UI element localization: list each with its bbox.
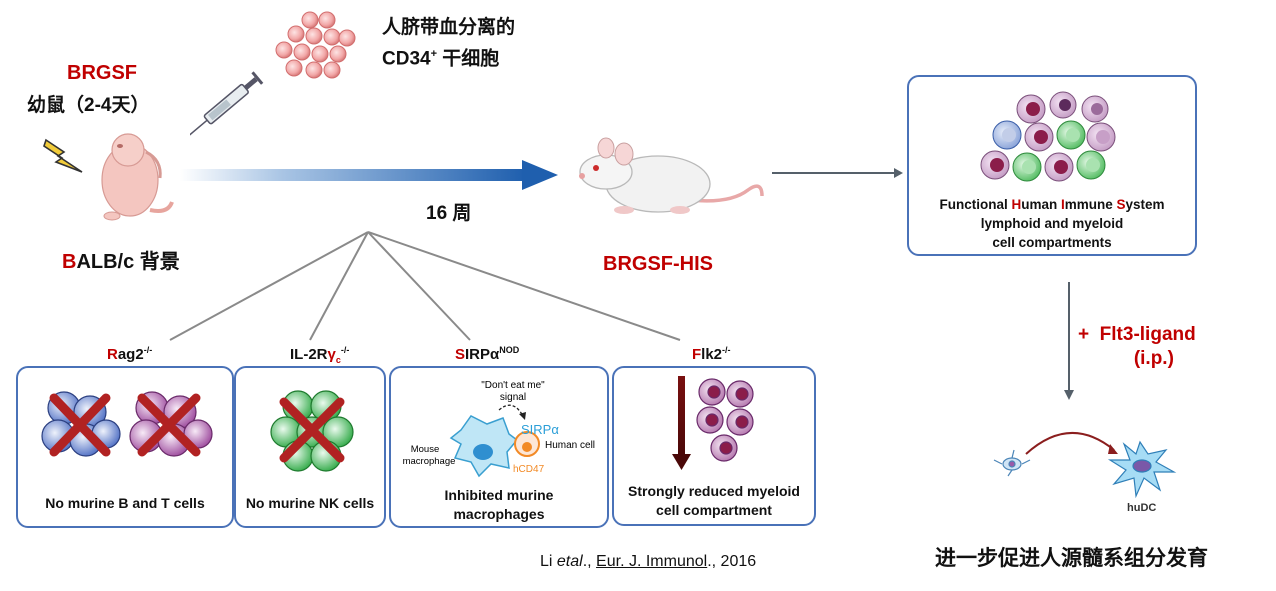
lightning-icon — [43, 138, 83, 173]
knockout-title-sirpa: SIRPαNOD — [455, 345, 520, 363]
syringe-icon — [190, 71, 264, 137]
immune-system-line1-part: uman — [1021, 197, 1061, 212]
immune-system-line1-part: Functional — [939, 197, 1012, 212]
immune-system-line1-part: I — [1060, 197, 1065, 212]
myeloid-reduction-icon — [672, 376, 754, 470]
human-cell-label: Human cell — [545, 440, 595, 451]
knockout-caption-il2rg: No murine NK cells — [245, 495, 375, 511]
flt3-label: + Flt3-ligand (i.p.) — [1078, 324, 1196, 369]
immune-system-line1-part: H — [1011, 197, 1022, 212]
timeline-arrow — [180, 160, 558, 190]
mouse-macrophage-line1: Mouse — [411, 444, 440, 455]
arrow-to-flt3 — [1064, 282, 1074, 400]
mouse-macrophage-line2: macrophage — [403, 456, 456, 467]
immune-system-line1-part: ystem — [1125, 197, 1165, 212]
knockout-box-flk2: Strongly reduced myeloid cell compartmen… — [612, 366, 816, 526]
knockout-caption-rag2: No murine B and T cells — [45, 495, 205, 511]
bottom-caption: 进一步促进人源髓系组分发育 — [935, 547, 1208, 570]
arrow-to-immune-system — [772, 168, 903, 178]
background-label: BALB/c 背景 — [62, 251, 180, 273]
immune-system-line2: lymphoid and myeloid — [980, 216, 1124, 231]
humanized-mouse-icon — [579, 137, 764, 214]
knockout-title-rag2: Rag2-/- — [107, 345, 153, 363]
knockout-box-sirpa: "Don't eat me" signal SIRPα hCD47 Mouse … — [389, 366, 609, 528]
result-mouse-label: BRGSF-HIS — [603, 253, 713, 275]
signal-label-line2: signal — [500, 392, 526, 403]
stem-cells-cluster-icon — [275, 11, 356, 79]
duration-label: 16 周 — [426, 203, 472, 224]
immune-system-line1-part: S — [1116, 197, 1126, 212]
sirpa-label: SIRPα — [521, 422, 559, 437]
nk-cells-crossed-icon — [270, 390, 354, 472]
immune-system-line3: cell compartments — [992, 235, 1112, 250]
immune-cells-cluster-icon — [980, 91, 1116, 182]
mouse-pup-icon — [101, 133, 174, 221]
knockout-caption-flk2: Strongly reduced myeloid cell compartmen… — [628, 483, 800, 518]
pup-strain-label: BRGSF — [67, 62, 137, 84]
bt-cells-crossed-icon — [41, 391, 213, 457]
citation: Li etal., Eur. J. Immunol., 2016 — [540, 553, 757, 570]
hcd47-label: hCD47 — [513, 464, 545, 475]
stem-cells-label: 人脐带血分离的 CD34+ 干细胞 — [382, 17, 516, 70]
immune-system-line1-part: mmune — [1064, 197, 1117, 212]
macrophage-interaction-diagram: "Don't eat me" signal SIRPα hCD47 Mouse … — [403, 380, 595, 478]
immune-system-line1: Functional Human Immune System — [909, 195, 1195, 214]
immune-system-box: Functional Human Immune System lymphoid … — [907, 75, 1197, 256]
dendritic-cell-icon — [993, 431, 1177, 499]
knockout-title-il2rg: IL-2Rγc-/- — [290, 345, 350, 365]
knockout-title-flk2: Flk2-/- — [692, 345, 731, 363]
knockout-caption-sirpa: Inhibited murine macrophages — [444, 487, 554, 522]
immune-system-caption: Functional Human Immune System lymphoid … — [909, 195, 1195, 252]
knockout-box-il2rg: No murine NK cells — [234, 366, 386, 528]
hudc-label: huDC — [1127, 502, 1157, 514]
signal-label-line1: "Don't eat me" — [481, 380, 545, 391]
knockout-box-rag2: No murine B and T cells — [16, 366, 234, 528]
pup-age-label: 幼鼠（2-4天） — [27, 95, 150, 116]
